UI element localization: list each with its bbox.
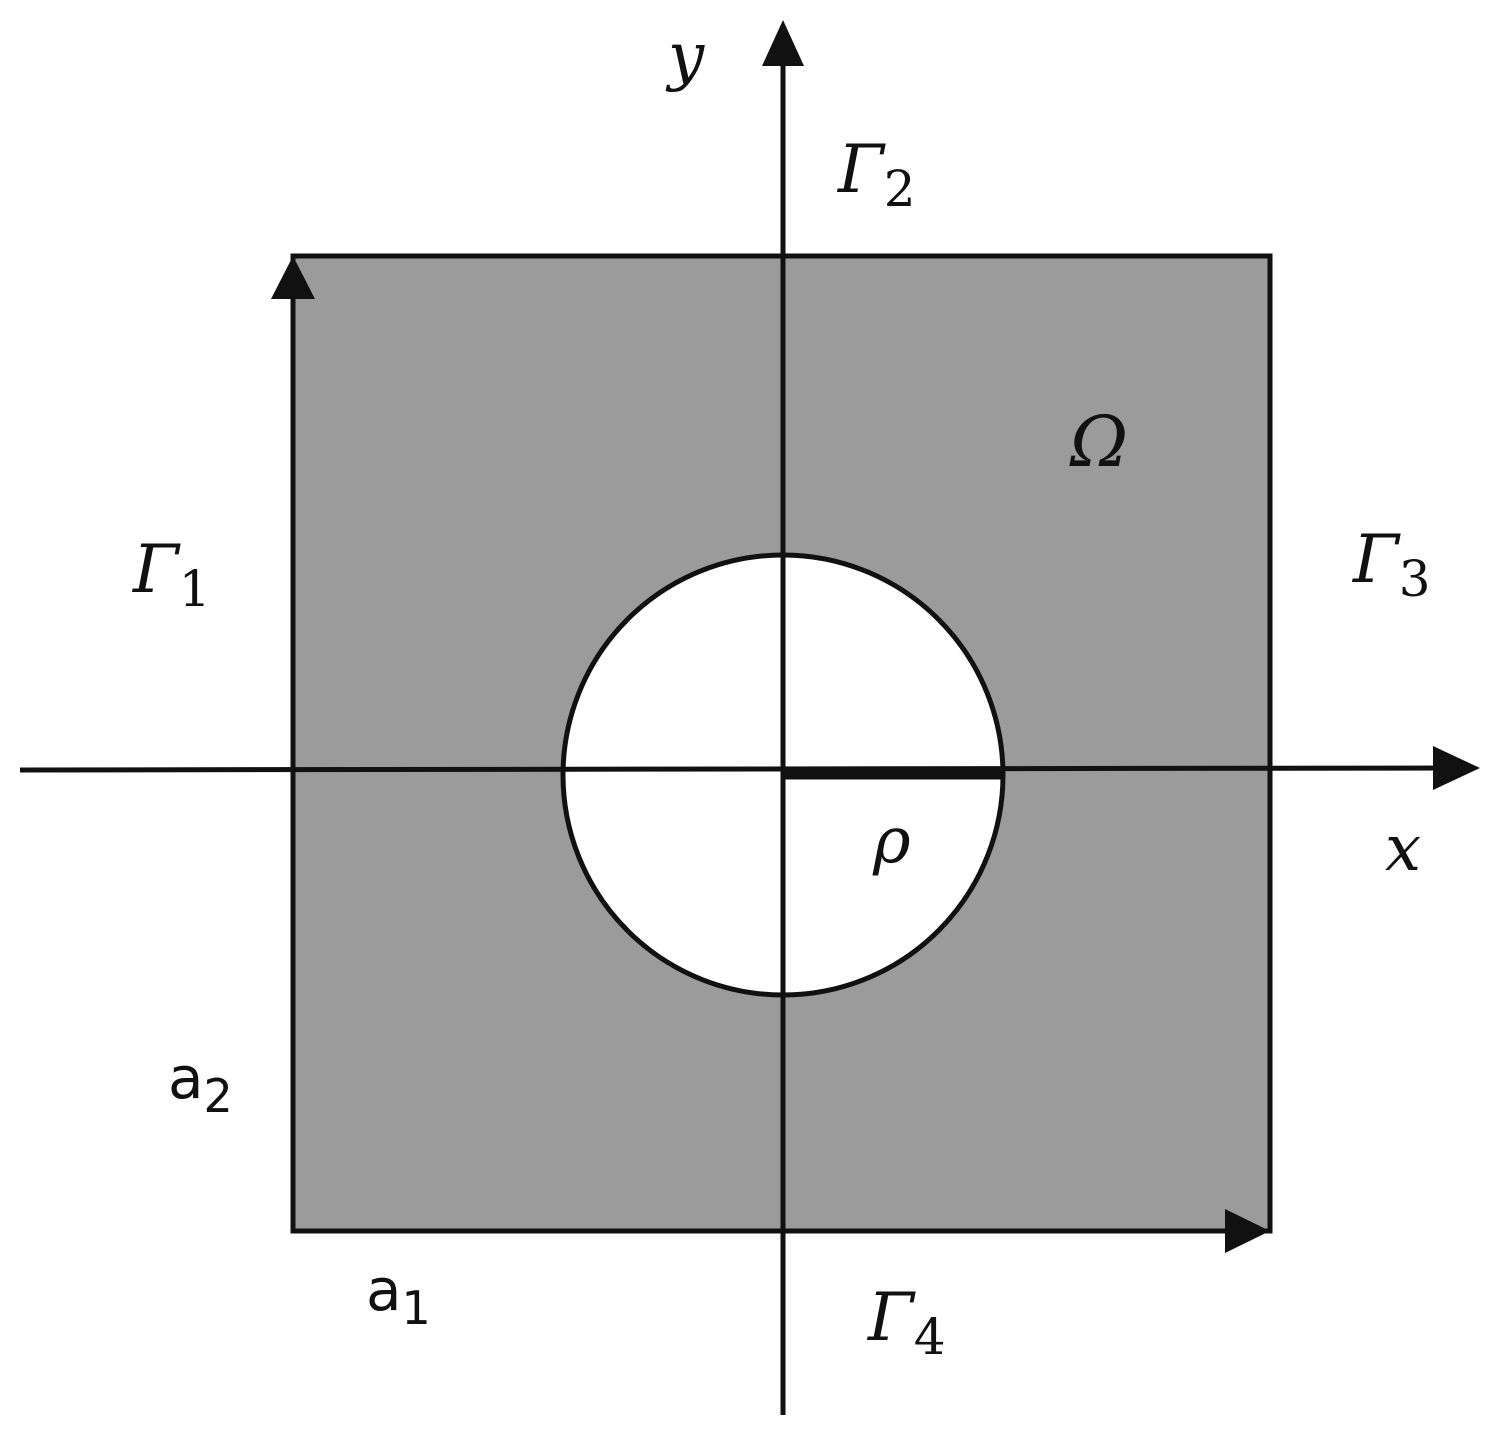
radius-rho-label: ρ <box>872 804 911 878</box>
domain-omega-label: Ω <box>1069 401 1128 483</box>
a2-arrowhead <box>271 256 315 299</box>
gamma4-label: Γ4 <box>866 1279 946 1366</box>
gamma1-label: Γ1 <box>131 531 211 618</box>
x-axis-line <box>19 765 1449 773</box>
y-axis-arrowhead <box>762 20 804 66</box>
gamma3-label: Γ3 <box>1351 521 1431 608</box>
vector-a1-label: a1 <box>366 1256 431 1335</box>
vector-a2-label: a2 <box>168 1044 233 1123</box>
y-axis-label: y <box>665 20 705 94</box>
x-axis-arrowhead <box>1433 746 1480 790</box>
x-axis-label: x <box>1385 812 1421 886</box>
a1-arrowhead <box>1225 1209 1270 1253</box>
gamma2-label: Γ2 <box>836 131 916 218</box>
